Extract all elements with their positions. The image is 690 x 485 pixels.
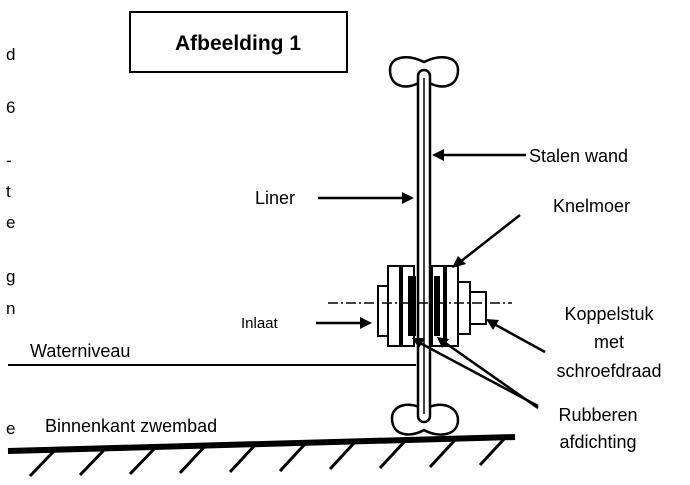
arrows <box>316 149 546 410</box>
margin-fragment: g <box>6 267 15 286</box>
arrowhead-inlaat <box>360 317 372 329</box>
arrow-knelmoer <box>459 214 521 263</box>
title-box <box>129 11 348 73</box>
arrowhead-rubber-left <box>412 338 425 348</box>
label-afdichting: afdichting <box>559 432 636 452</box>
label-binnenkant: Binnenkant zwembad <box>45 416 217 436</box>
flange-plate-left <box>387 265 401 347</box>
label-rubberen: Rubberen <box>558 405 637 425</box>
arrowhead-koppelstuk <box>486 319 499 330</box>
arrowhead-stalen-wand <box>432 149 444 161</box>
margin-fragment: d <box>6 45 15 64</box>
fitting-assembly <box>328 265 512 347</box>
label-waterniveau: Waterniveau <box>30 341 130 361</box>
floor-line <box>7 434 516 454</box>
arrowhead-knelmoer <box>452 256 466 268</box>
label-stalen-wand: Stalen wand <box>529 146 628 166</box>
arrow-rubber-right <box>443 340 539 410</box>
margin-fragment: - <box>6 151 12 170</box>
floor-hatching <box>28 436 507 478</box>
title: Afbeelding 1 <box>175 32 301 55</box>
rubber-seal-left-fill <box>408 276 416 336</box>
margin-fragment: 6 <box>6 98 15 117</box>
margin-fragment: n <box>6 299 15 318</box>
margin-fragment: e <box>6 419 15 438</box>
label-knelmoer: Knelmoer <box>553 196 630 216</box>
coupling-thread <box>469 291 487 325</box>
arrowhead-liner <box>402 192 414 204</box>
arrowhead-rubber-right <box>437 337 449 348</box>
margin-fragment: e <box>6 213 15 232</box>
label-koppelstuk: Koppelstuk <box>564 304 654 324</box>
pool-floor <box>7 434 516 478</box>
label-liner: Liner <box>255 188 295 208</box>
coupling-body <box>457 281 471 335</box>
label-koppelstuk-met: met <box>594 332 624 352</box>
arrow-koppelstuk <box>493 322 546 354</box>
rubber-seal-right-fill <box>434 276 440 336</box>
label-inlaat: Inlaat <box>241 315 279 332</box>
margin-fragment: t <box>6 182 11 201</box>
margin-fragments: d 6 - t e g n e <box>6 45 15 438</box>
knelmoer-nut <box>445 265 459 347</box>
label-koppelstuk-schroefdraad: schroefdraad <box>556 361 661 381</box>
